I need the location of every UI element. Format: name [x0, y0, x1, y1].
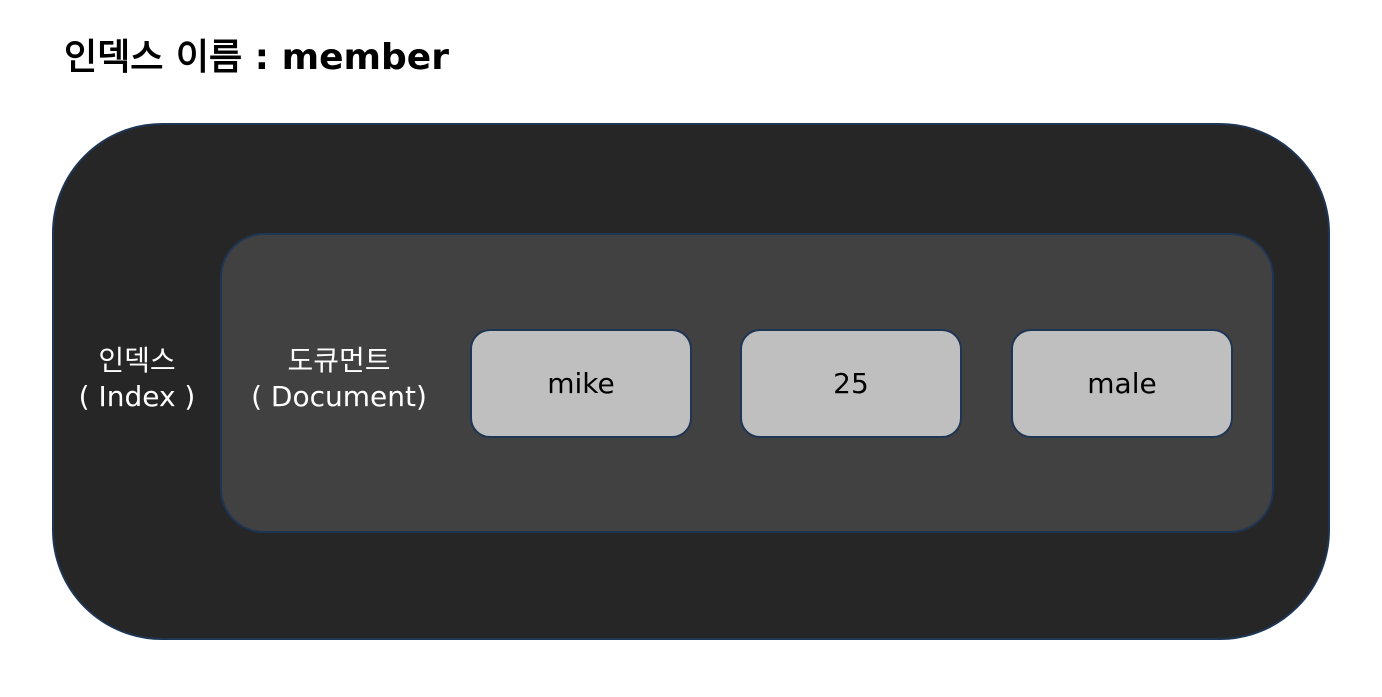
field-box: 25 — [740, 329, 962, 438]
document-label-korean: 도큐먼트 — [287, 344, 391, 377]
document-label-english: ( Document) — [251, 380, 427, 413]
field-box: male — [1011, 329, 1233, 438]
index-label-english: ( Index ) — [78, 380, 196, 413]
field-box: mike — [470, 329, 692, 438]
page-title: 인덱스 이름 : member — [64, 37, 449, 78]
index-label-korean: 인덱스 — [98, 344, 176, 377]
document-label: 도큐먼트 ( Document) — [232, 343, 446, 415]
index-label: 인덱스 ( Index ) — [60, 343, 214, 415]
